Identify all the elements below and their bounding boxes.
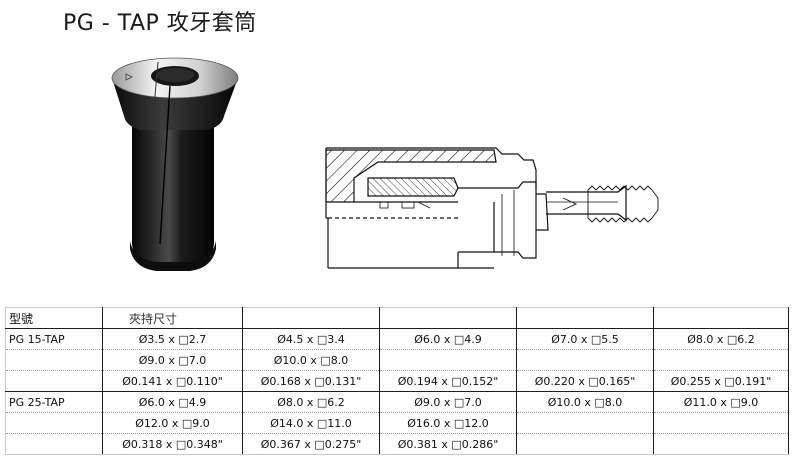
size-cell [653, 433, 789, 455]
size-cell: Ø4.5 x □3.4 [242, 328, 380, 350]
header-clamp-size: 夾持尺寸 [102, 307, 243, 329]
size-cell: Ø12.0 x □9.0 [102, 412, 243, 434]
size-cell: Ø8.0 x □6.2 [242, 391, 380, 413]
model-cell: PG 25-TAP [5, 391, 103, 413]
table-row: PG 15-TAP Ø3.5 x □2.7 Ø4.5 x □3.4 Ø6.0 x… [5, 328, 789, 350]
size-cell: Ø6.0 x □4.9 [379, 328, 517, 350]
size-cell [516, 433, 654, 455]
size-cell: Ø9.0 x □7.0 [379, 391, 517, 413]
size-cell: Ø8.0 x □6.2 [653, 328, 789, 350]
table-row: Ø12.0 x □9.0 Ø14.0 x □11.0 Ø16.0 x □12.0 [5, 412, 789, 434]
size-cell: Ø0.318 x □0.348" [102, 433, 243, 455]
size-cell: Ø0.141 x □0.110" [102, 370, 243, 392]
size-cell: Ø16.0 x □12.0 [379, 412, 517, 434]
size-cell [653, 349, 789, 371]
size-cell [516, 349, 654, 371]
size-cell: Ø10.0 x □8.0 [242, 349, 380, 371]
size-cell: Ø0.367 x □0.275" [242, 433, 380, 455]
size-cell: Ø6.0 x □4.9 [102, 391, 243, 413]
size-cell [516, 412, 654, 434]
size-cell [379, 349, 517, 371]
table-row: Ø0.318 x □0.348" Ø0.367 x □0.275" Ø0.381… [5, 433, 789, 455]
table-header-row: 型號 夾持尺寸 [5, 307, 789, 329]
table-row: Ø0.141 x □0.110" Ø0.168 x □0.131" Ø0.194… [5, 370, 789, 392]
size-cell: Ø0.194 x □0.152" [379, 370, 517, 392]
size-cell: Ø0.255 x □0.191" [653, 370, 789, 392]
size-cell: Ø0.168 x □0.131" [242, 370, 380, 392]
size-cell: Ø9.0 x □7.0 [102, 349, 243, 371]
page-title: PG - TAP 攻牙套筒 [63, 11, 257, 36]
size-cell [653, 412, 789, 434]
table-row: PG 25-TAP Ø6.0 x □4.9 Ø8.0 x □6.2 Ø9.0 x… [5, 391, 789, 413]
table-row: Ø9.0 x □7.0 Ø10.0 x □8.0 [5, 349, 789, 371]
size-cell: Ø3.5 x □2.7 [102, 328, 243, 350]
size-cell: Ø7.0 x □5.5 [516, 328, 654, 350]
size-cell: Ø0.381 x □0.286" [379, 433, 517, 455]
size-cell: Ø11.0 x □9.0 [653, 391, 789, 413]
size-cell: Ø10.0 x □8.0 [516, 391, 654, 413]
model-cell: PG 15-TAP [5, 328, 103, 350]
tap-collet-photo [111, 57, 239, 271]
size-cell: Ø0.220 x □0.165" [516, 370, 654, 392]
spec-table: 型號 夾持尺寸 PG 15-TAP Ø3.5 x □2.7 Ø4.5 x □3.… [5, 307, 789, 455]
header-model: 型號 [5, 307, 103, 329]
size-cell: Ø14.0 x □11.0 [242, 412, 380, 434]
cross-section-drawing [325, 147, 659, 269]
